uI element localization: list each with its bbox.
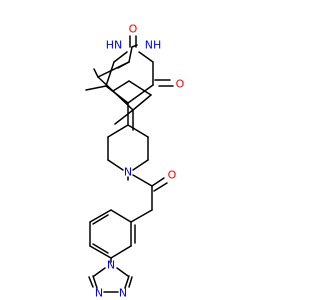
atom-label-nitrogen: NH <box>145 39 162 52</box>
bond <box>89 245 112 259</box>
bond <box>92 214 109 225</box>
bond <box>93 267 106 277</box>
bond <box>105 85 129 104</box>
atom-label-nitrogen: N <box>119 287 127 300</box>
atom-label-nitrogen: N <box>124 166 132 179</box>
bond <box>113 51 128 63</box>
bond <box>127 124 149 138</box>
bond <box>153 182 168 192</box>
bond <box>151 177 165 187</box>
atom-label-nitrogen: N <box>95 287 103 300</box>
bond <box>132 94 152 111</box>
bond <box>88 276 94 288</box>
bond <box>114 109 134 125</box>
bond <box>93 68 99 78</box>
bond <box>117 61 130 69</box>
bond <box>128 276 133 288</box>
atom-label-oxygen: O <box>168 169 177 182</box>
bond <box>89 209 112 223</box>
bond <box>130 209 153 223</box>
bond <box>128 46 133 63</box>
bond <box>92 275 98 289</box>
bond <box>110 245 132 259</box>
structure-diagram: O HN NH O N O N N N <box>85 23 185 300</box>
bond <box>128 80 152 96</box>
bond <box>107 124 129 138</box>
bond <box>138 51 154 63</box>
atom-label-nitrogen: HN <box>106 39 123 52</box>
bond <box>116 267 129 277</box>
bond <box>132 174 153 187</box>
bond <box>105 61 115 87</box>
atom-label-nitrogen: N <box>107 259 115 272</box>
bond <box>107 159 124 171</box>
molecule-svg: O HN NH O N O N N N <box>85 23 185 300</box>
bond <box>112 80 130 92</box>
bond <box>132 159 149 171</box>
bond <box>110 209 132 223</box>
atom-label-oxygen: O <box>129 23 138 36</box>
bond <box>127 84 154 104</box>
atom-label-oxygen: O <box>176 78 185 91</box>
bond <box>124 275 130 289</box>
bond <box>92 243 109 254</box>
bond <box>85 85 107 91</box>
